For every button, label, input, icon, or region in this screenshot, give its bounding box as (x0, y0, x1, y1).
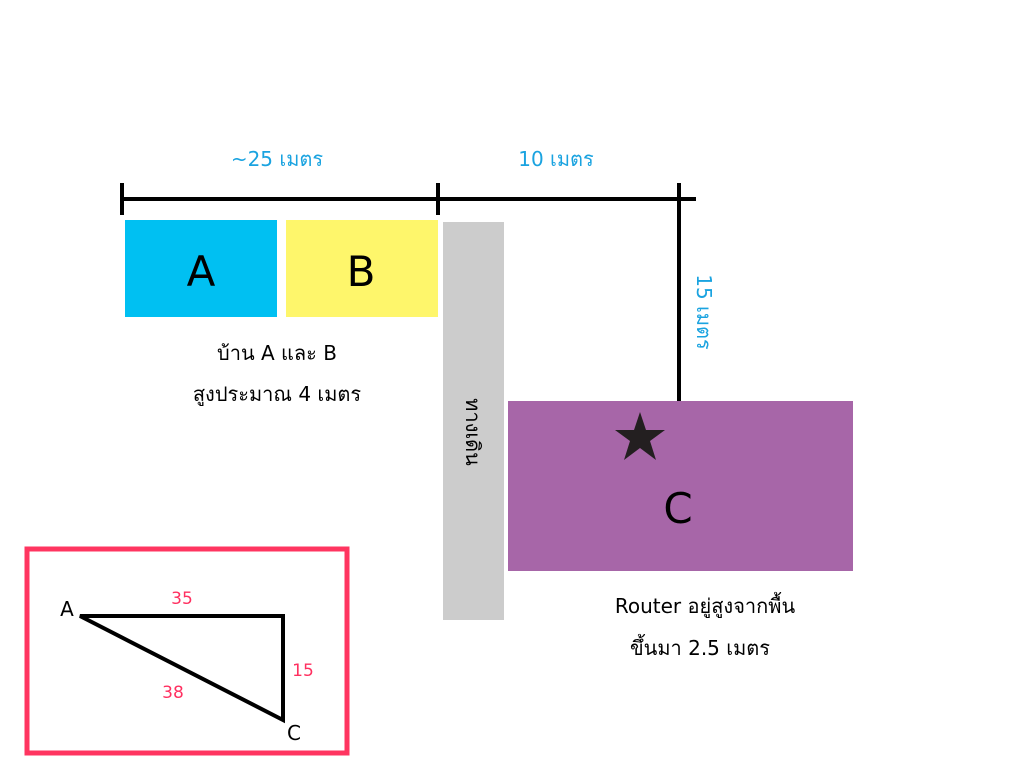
triangle-side-right: 15 (292, 661, 314, 681)
star-icon (615, 412, 665, 460)
dimension-label-gap: 10 เมตร (518, 147, 594, 171)
triangle-hypotenuse: 38 (162, 683, 184, 703)
dimension-label-ab: ~25 เมตร (231, 147, 324, 171)
triangle (79, 614, 285, 724)
houses-caption-line2: สูงประมาณ 4 เมตร (193, 382, 362, 407)
triangle-side-top: 35 (171, 589, 193, 609)
building-c-label: C (663, 484, 692, 533)
triangle-vertex-c: C (287, 721, 301, 745)
router-caption-line2: ขึ้นมา 2.5 เมตร (630, 634, 770, 660)
house-b (286, 220, 438, 317)
triangle-inset-frame (24, 546, 350, 756)
dimension-label-vertical: 15 เมตร (692, 274, 716, 350)
triangle-vertex-a: A (60, 597, 74, 621)
house-b-label: B (347, 247, 376, 296)
building-c (508, 401, 853, 571)
walkway-label: ทางเดิน (461, 398, 485, 466)
house-a (125, 220, 277, 317)
router-caption-line1: Router อยู่สูงจากพื้น (615, 592, 796, 619)
houses-caption-line1: บ้าน A และ B (217, 341, 337, 365)
walkway (443, 222, 504, 620)
house-a-label: A (187, 247, 216, 296)
